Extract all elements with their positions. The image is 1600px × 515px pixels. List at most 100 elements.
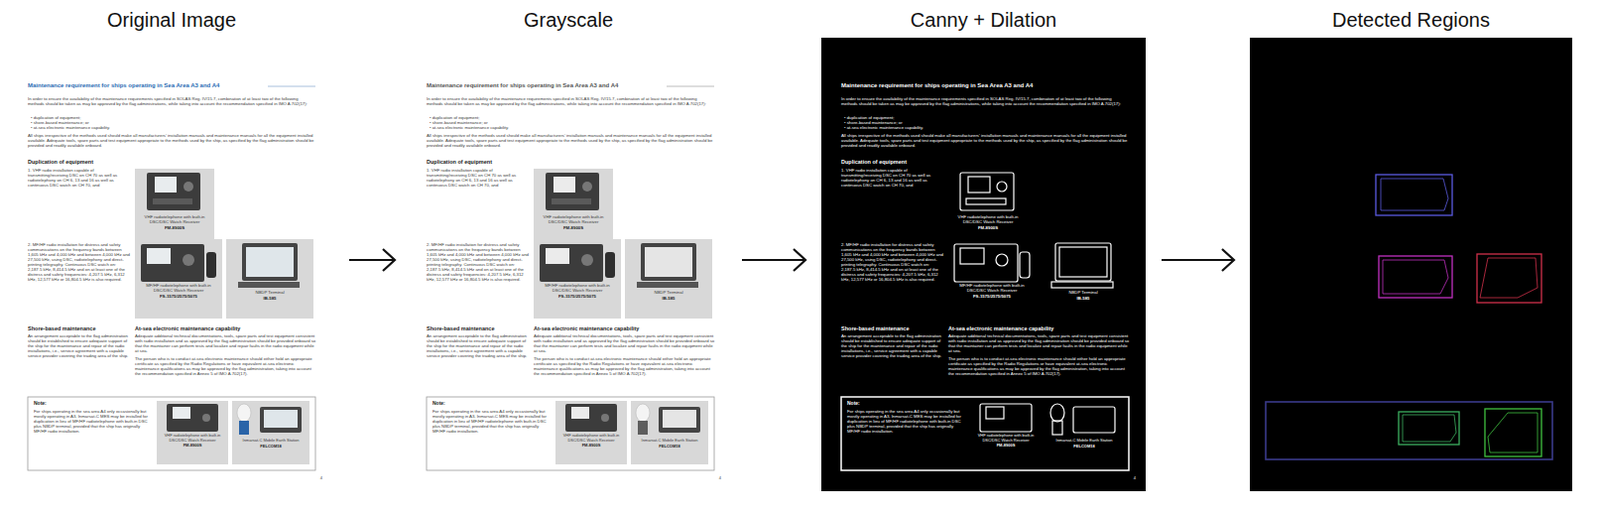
section-heading: FM-8900S xyxy=(535,226,612,232)
section-heading: IB-585 xyxy=(626,296,711,302)
document-text: 2. MF/HF radio installation for distress… xyxy=(27,243,131,283)
document-text: 4 xyxy=(1127,476,1136,482)
section-heading: Shore-based maintenance xyxy=(841,325,945,332)
original-page xyxy=(27,86,316,471)
panel-title: Canny + Dilation xyxy=(819,7,1148,32)
region-box xyxy=(1476,253,1542,303)
document-text: An arrangement acceptable to the flag ad… xyxy=(426,334,530,360)
document-text: NBDP Terminal xyxy=(626,290,711,296)
region-box xyxy=(1378,255,1453,298)
document-text: In order to ensure the availability of t… xyxy=(426,97,715,108)
section-heading: FM-8900S xyxy=(136,226,213,232)
document-text: In order to ensure the availability of t… xyxy=(27,97,316,108)
pipeline-panel: Detected Regions xyxy=(1247,3,1575,493)
document-text: VHF radiotelephone with built-in DSC/DSC… xyxy=(158,433,227,443)
document-text: All ships irrespective of the methods us… xyxy=(426,133,715,149)
arrow-head xyxy=(1222,248,1234,271)
document-text: All ships irrespective of the methods us… xyxy=(841,133,1129,149)
page-heading: Maintenance requirement for ships operat… xyxy=(27,82,266,90)
document-text: MF/HF radiotelephone with built-in DSC/D… xyxy=(136,283,221,294)
section-heading: FELCOM18 xyxy=(234,444,308,450)
panel-title: Grayscale xyxy=(408,7,729,32)
section-heading: FM-8900S xyxy=(158,443,227,449)
document-text: VHF radiotelephone with built-in DSC/DSC… xyxy=(950,215,1026,226)
document-text: In order to ensure the availability of t… xyxy=(841,97,1129,108)
section-heading: Shore-based maintenance xyxy=(426,325,530,332)
document-text: The person who is to conduct at-sea elec… xyxy=(533,357,718,377)
document-text: VHF radiotelephone with built-in DSC/DSC… xyxy=(535,215,612,226)
pipeline-panel: Canny + DilationMaintenance requirement … xyxy=(819,3,1148,493)
region-contour xyxy=(1479,257,1538,298)
document-text: VHF radiotelephone with built-in DSC/DSC… xyxy=(557,433,625,443)
section-heading: FS-1575/2575/5075 xyxy=(950,294,1034,300)
edge-map-ground xyxy=(821,37,1146,492)
document-text: VHF radiotelephone with built-in DSC/DSC… xyxy=(136,215,213,226)
section-heading: Duplication of equipment xyxy=(27,158,177,165)
document-text: 4 xyxy=(314,476,323,482)
section-heading: IB-585 xyxy=(228,296,312,302)
document-text: Inmarsat-C Mobile Earth Station xyxy=(1047,438,1121,444)
document-text: 1. VHF radio installation capable of tra… xyxy=(426,168,530,189)
region-contour xyxy=(1382,259,1449,294)
section-heading: At-sea electronic maintenance capability xyxy=(533,325,718,332)
page-heading: Maintenance requirement for ships operat… xyxy=(841,82,1080,90)
document-text: An arrangement acceptable to the flag ad… xyxy=(27,334,131,360)
document-text: VHF radiotelephone with built-in DSC/DSC… xyxy=(972,433,1040,443)
document-text: For ships operating in the sea area A4 o… xyxy=(847,409,965,435)
section-heading: FM-8900S xyxy=(950,226,1026,232)
arrow-head xyxy=(793,248,806,271)
section-heading: FS-1575/2575/5075 xyxy=(136,294,221,300)
document-text: NBDP Terminal xyxy=(1041,290,1125,296)
arrow-shaft xyxy=(349,258,395,261)
region-box xyxy=(1398,411,1460,445)
region-box xyxy=(1375,174,1453,216)
document-text: • at-sea electronic maintenance capabili… xyxy=(30,125,230,131)
document-text: Adequate additional technical documentat… xyxy=(948,334,1132,355)
region-box xyxy=(1484,408,1542,457)
pipeline-panel: Original ImageMaintenance requirement fo… xyxy=(7,3,336,493)
section-heading: Note: xyxy=(847,400,887,407)
document-text: The person who is to conduct at-sea elec… xyxy=(948,357,1132,377)
document-text: MF/HF radiotelephone with built-in DSC/D… xyxy=(950,283,1034,294)
document-text: 2. MF/HF radio installation for distress… xyxy=(426,243,530,283)
section-heading: FELCOM18 xyxy=(1047,444,1121,450)
document-text: 2. MF/HF radio installation for distress… xyxy=(841,243,945,283)
section-heading: FS-1575/2575/5075 xyxy=(535,294,619,300)
document-text: For ships operating in the sea area A4 o… xyxy=(33,409,151,435)
document-text: Inmarsat-C Mobile Earth Station xyxy=(234,438,308,444)
document-text: Inmarsat-C Mobile Earth Station xyxy=(632,438,707,444)
section-heading: FELCOM18 xyxy=(632,444,707,450)
region-contour xyxy=(1380,178,1449,211)
section-heading: IB-585 xyxy=(1041,296,1125,302)
arrow-head xyxy=(382,248,395,271)
section-heading: Duplication of equipment xyxy=(426,158,576,165)
document-text: 1. VHF radio installation capable of tra… xyxy=(841,168,945,189)
document-text: 4 xyxy=(713,476,722,482)
document-text: MF/HF radiotelephone with built-in DSC/D… xyxy=(535,283,619,294)
panel-title: Original Image xyxy=(7,7,336,32)
pipeline-panel: GrayscaleMaintenance requirement for shi… xyxy=(408,3,729,493)
document-text: • at-sea electronic maintenance capabili… xyxy=(429,125,628,131)
flow-arrow xyxy=(1161,248,1234,271)
document-text: For ships operating in the sea area A4 o… xyxy=(432,409,550,435)
panel-title: Detected Regions xyxy=(1247,7,1575,32)
document-text: • at-sea electronic maintenance capabili… xyxy=(844,125,1043,131)
region-contour xyxy=(1402,414,1457,442)
arrow-shaft xyxy=(1161,258,1234,261)
flow-arrow xyxy=(349,248,395,271)
section-heading: FM-8900S xyxy=(972,443,1040,449)
document-text: 1. VHF radio installation capable of tra… xyxy=(27,168,131,189)
document-text: NBDP Terminal xyxy=(228,290,312,296)
section-heading: At-sea electronic maintenance capability xyxy=(134,325,319,332)
section-heading: FM-8900S xyxy=(557,443,625,449)
section-heading: Note: xyxy=(432,400,473,407)
document-text: An arrangement acceptable to the flag ad… xyxy=(841,334,945,360)
flow-arrow xyxy=(741,248,806,271)
region-contour xyxy=(1487,412,1538,453)
document-text: The person who is to conduct at-sea elec… xyxy=(134,357,319,377)
section-heading: Duplication of equipment xyxy=(841,158,990,165)
document-text: All ships irrespective of the methods us… xyxy=(27,133,316,149)
